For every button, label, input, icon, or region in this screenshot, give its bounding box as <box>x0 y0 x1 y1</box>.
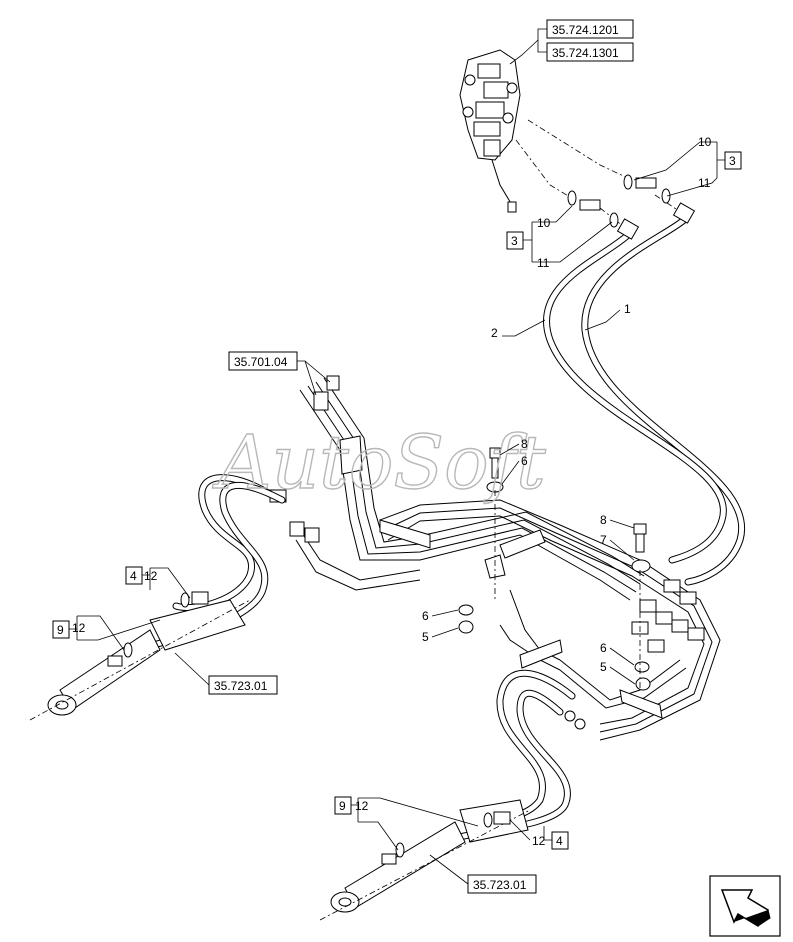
ref-35-724-1201-label: 35.724.1201 <box>552 23 619 37</box>
box-4-left-label: 4 <box>130 569 137 583</box>
ref-35-701-04-label: 35.701.04 <box>234 355 288 369</box>
callout-2: 2 <box>491 326 498 340</box>
box-9-left[interactable]: 9 <box>52 620 70 639</box>
callout-10-left: 10 <box>537 216 551 230</box>
ref-35-723-01-bottom-label: 35.723.01 <box>473 878 527 892</box>
control-valve <box>459 49 521 213</box>
callout-10-right: 10 <box>698 135 712 149</box>
callout-5-right: 5 <box>600 660 607 674</box>
box-3-left[interactable]: 3 <box>506 231 524 250</box>
next-page-arrow-icon[interactable] <box>709 875 781 937</box>
cylinder-bottom <box>319 799 531 921</box>
callout-5-mid: 5 <box>422 630 429 644</box>
callout-7: 7 <box>600 533 607 547</box>
ref-35-724-1301[interactable]: 35.724.1301 <box>546 42 634 62</box>
ref-35-724-1201[interactable]: 35.724.1201 <box>546 19 634 39</box>
callout-12-b: 12 <box>72 621 86 635</box>
clamp-blocks <box>339 435 663 719</box>
box-3-right-label: 3 <box>729 154 736 168</box>
box-9-bottom-label: 9 <box>339 799 346 813</box>
watermark: AutoSoft <box>212 420 546 506</box>
ref-35-723-01-left[interactable]: 35.723.01 <box>208 675 278 695</box>
fitting-group-top <box>567 174 696 240</box>
cylinder-left <box>29 591 251 721</box>
callout-12-d: 12 <box>532 834 546 848</box>
hose-1 <box>581 216 746 586</box>
callout-12-c: 12 <box>355 799 369 813</box>
callout-8-right: 8 <box>600 513 607 527</box>
box-4-bottom[interactable]: 4 <box>551 831 569 850</box>
box-4-left[interactable]: 4 <box>125 566 143 585</box>
callout-1: 1 <box>624 302 631 316</box>
box-3-right[interactable]: 3 <box>724 151 742 170</box>
ref-35-723-01-left-label: 35.723.01 <box>214 679 268 693</box>
ref-35-724-1301-label: 35.724.1301 <box>552 46 619 60</box>
box-3-left-label: 3 <box>511 234 518 248</box>
bolts-washers <box>458 447 651 691</box>
box-9-bottom[interactable]: 9 <box>334 796 352 815</box>
callout-11-left: 11 <box>537 256 550 270</box>
box-9-left-label: 9 <box>57 623 64 637</box>
callout-6-top: 6 <box>521 454 528 468</box>
hose-2 <box>543 231 727 564</box>
ref-35-723-01-bottom[interactable]: 35.723.01 <box>467 874 537 894</box>
callout-11-right: 11 <box>698 176 711 190</box>
callout-6-right: 6 <box>600 641 607 655</box>
callout-6-mid: 6 <box>422 609 429 623</box>
fittings-right <box>564 579 705 730</box>
ref-35-701-04[interactable]: 35.701.04 <box>228 351 298 371</box>
callout-12-a: 12 <box>144 569 158 583</box>
box-4-bottom-label: 4 <box>556 834 563 848</box>
callout-8-top: 8 <box>521 437 528 451</box>
